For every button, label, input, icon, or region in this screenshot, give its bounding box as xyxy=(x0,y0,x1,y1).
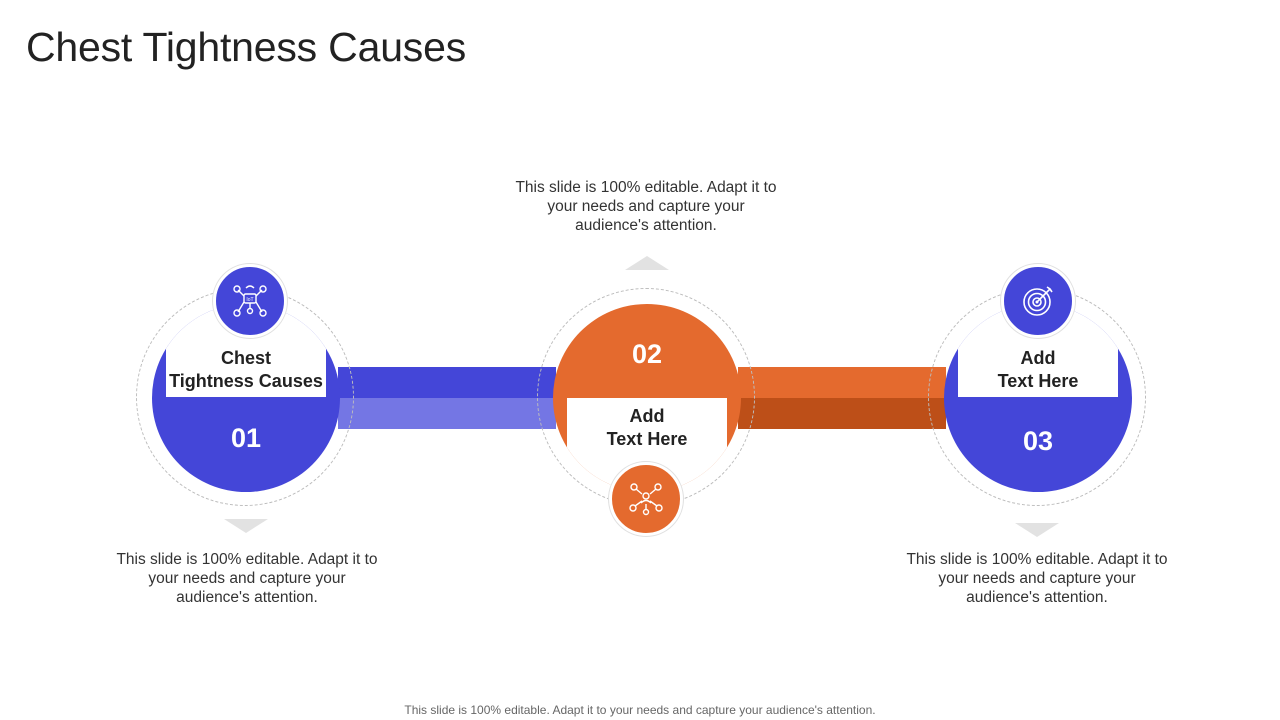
connector-1-2-top xyxy=(338,367,556,398)
step-1-number: 01 xyxy=(230,423,262,453)
step-2-number: 02 xyxy=(631,339,663,369)
target-icon xyxy=(1001,264,1075,338)
step-1-label: Chest Tightness Causes xyxy=(169,348,323,391)
step-3-label: Add Text Here xyxy=(997,348,1079,391)
step-3-description: This slide is 100% editable. Adapt it to… xyxy=(906,551,1168,606)
step-3-pointer xyxy=(1015,523,1059,537)
step-2-description: This slide is 100% editable. Adapt it to… xyxy=(515,179,777,234)
step-2-disc: 02 Add Text Here xyxy=(553,304,741,492)
people-network-icon xyxy=(609,462,683,536)
connector-1-2-bottom xyxy=(338,398,556,429)
svg-text:IoT: IoT xyxy=(246,297,253,303)
step-2-label: Add Text Here xyxy=(606,406,688,449)
step-1-description: This slide is 100% editable. Adapt it to… xyxy=(116,551,378,606)
step-2-pointer xyxy=(625,256,669,270)
page-title: Chest Tightness Causes xyxy=(26,24,466,70)
step-1-pointer xyxy=(224,519,268,533)
step-2: 02 Add Text Here xyxy=(537,288,757,508)
footer-note: This slide is 100% editable. Adapt it to… xyxy=(404,703,876,717)
step-3-number: 03 xyxy=(1022,426,1054,456)
iot-network-icon: IoT xyxy=(213,264,287,338)
connector-2-3-bottom xyxy=(738,398,946,429)
connector-2-3-top xyxy=(738,367,946,398)
